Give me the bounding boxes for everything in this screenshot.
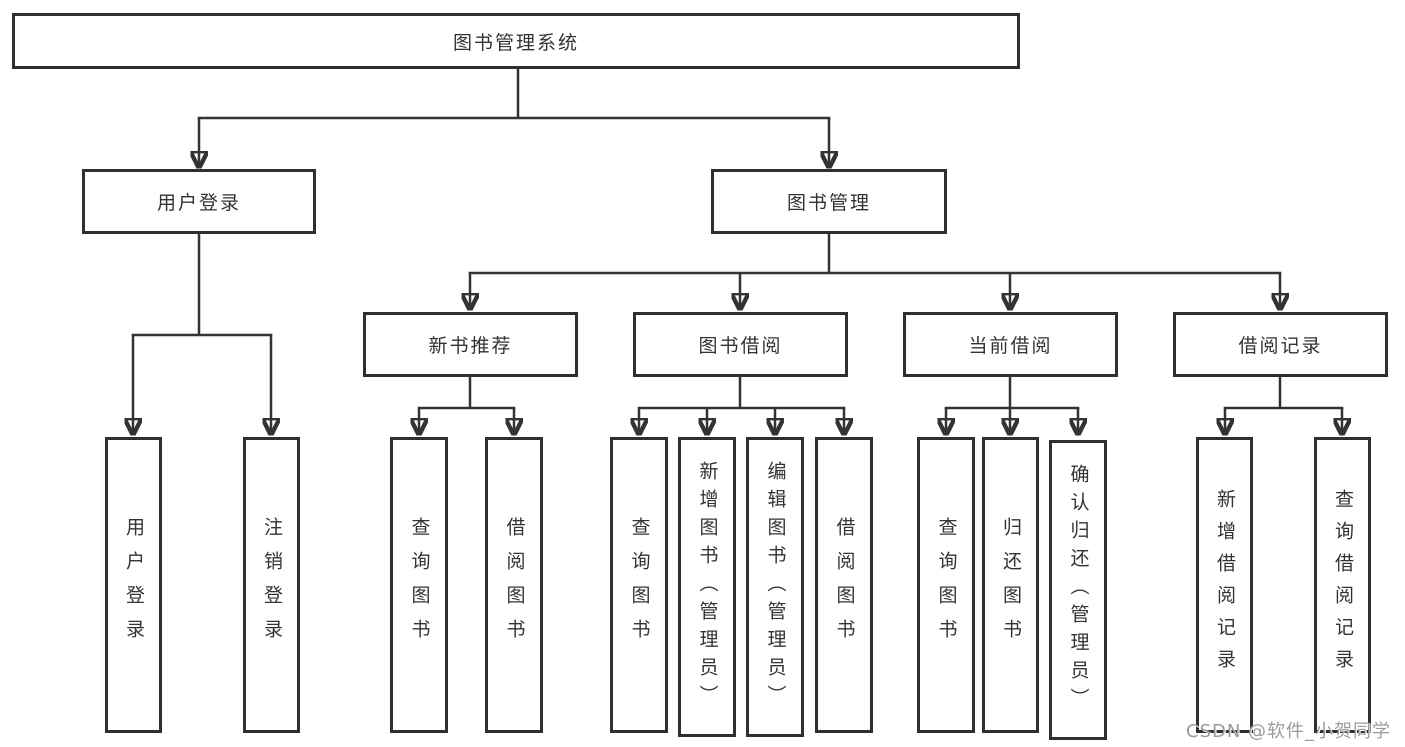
- leaf-label: 查询图书: [935, 517, 958, 653]
- leaf-edit-book-admin: 编辑图书（管理员）: [746, 437, 804, 737]
- leaf-add-borrow-record: 新增借阅记录: [1196, 437, 1253, 733]
- leaf-label: 归还图书: [1000, 517, 1022, 653]
- node-label: 图书管理: [786, 192, 871, 214]
- leaf-label: 新增图书（管理员）: [696, 461, 719, 713]
- leaf-logout: 注销登录: [243, 437, 300, 733]
- node-label: 图书管理系统: [452, 31, 579, 54]
- node-label: 图书借阅: [698, 335, 783, 357]
- leaf-query-books-recommend: 查询图书: [390, 437, 448, 733]
- node-label: 用户登录: [156, 192, 241, 214]
- leaf-user-login: 用户登录: [105, 437, 162, 733]
- node-new-book-recommendation: 新书推荐: [363, 312, 578, 377]
- leaf-borrow-books-recommend: 借阅图书: [485, 437, 543, 733]
- leaf-label: 新增借阅记录: [1214, 489, 1236, 681]
- leaf-label: 查询图书: [628, 517, 651, 653]
- leaf-query-borrow-record: 查询借阅记录: [1314, 437, 1371, 733]
- node-user-login: 用户登录: [82, 169, 316, 234]
- node-label: 当前借阅: [968, 335, 1053, 357]
- leaf-label: 用户登录: [123, 517, 145, 653]
- leaf-label: 编辑图书（管理员）: [764, 461, 787, 713]
- csdn-watermark: CSDN @软件_小贺同学: [1186, 721, 1392, 742]
- leaf-query-books-current: 查询图书: [917, 437, 975, 733]
- leaf-query-books-borrow: 查询图书: [610, 437, 668, 733]
- node-label: 借阅记录: [1238, 335, 1323, 357]
- leaf-return-book: 归还图书: [982, 437, 1039, 733]
- leaf-label: 借阅图书: [503, 517, 526, 653]
- leaf-label: 确认归还（管理员）: [1067, 464, 1090, 716]
- node-library-management-system: 图书管理系统: [12, 13, 1020, 69]
- leaf-confirm-return-admin: 确认归还（管理员）: [1049, 440, 1107, 740]
- node-label: 新书推荐: [428, 335, 513, 357]
- node-borrowing-records: 借阅记录: [1173, 312, 1388, 377]
- leaf-label: 注销登录: [261, 517, 283, 653]
- node-current-borrowing: 当前借阅: [903, 312, 1118, 377]
- leaf-borrow-books: 借阅图书: [815, 437, 873, 733]
- leaf-label: 查询图书: [408, 517, 431, 653]
- node-book-management: 图书管理: [711, 169, 947, 234]
- leaf-label: 借阅图书: [833, 517, 856, 653]
- leaf-label: 查询借阅记录: [1332, 489, 1354, 681]
- node-book-borrowing: 图书借阅: [633, 312, 848, 377]
- leaf-add-book-admin: 新增图书（管理员）: [678, 437, 736, 737]
